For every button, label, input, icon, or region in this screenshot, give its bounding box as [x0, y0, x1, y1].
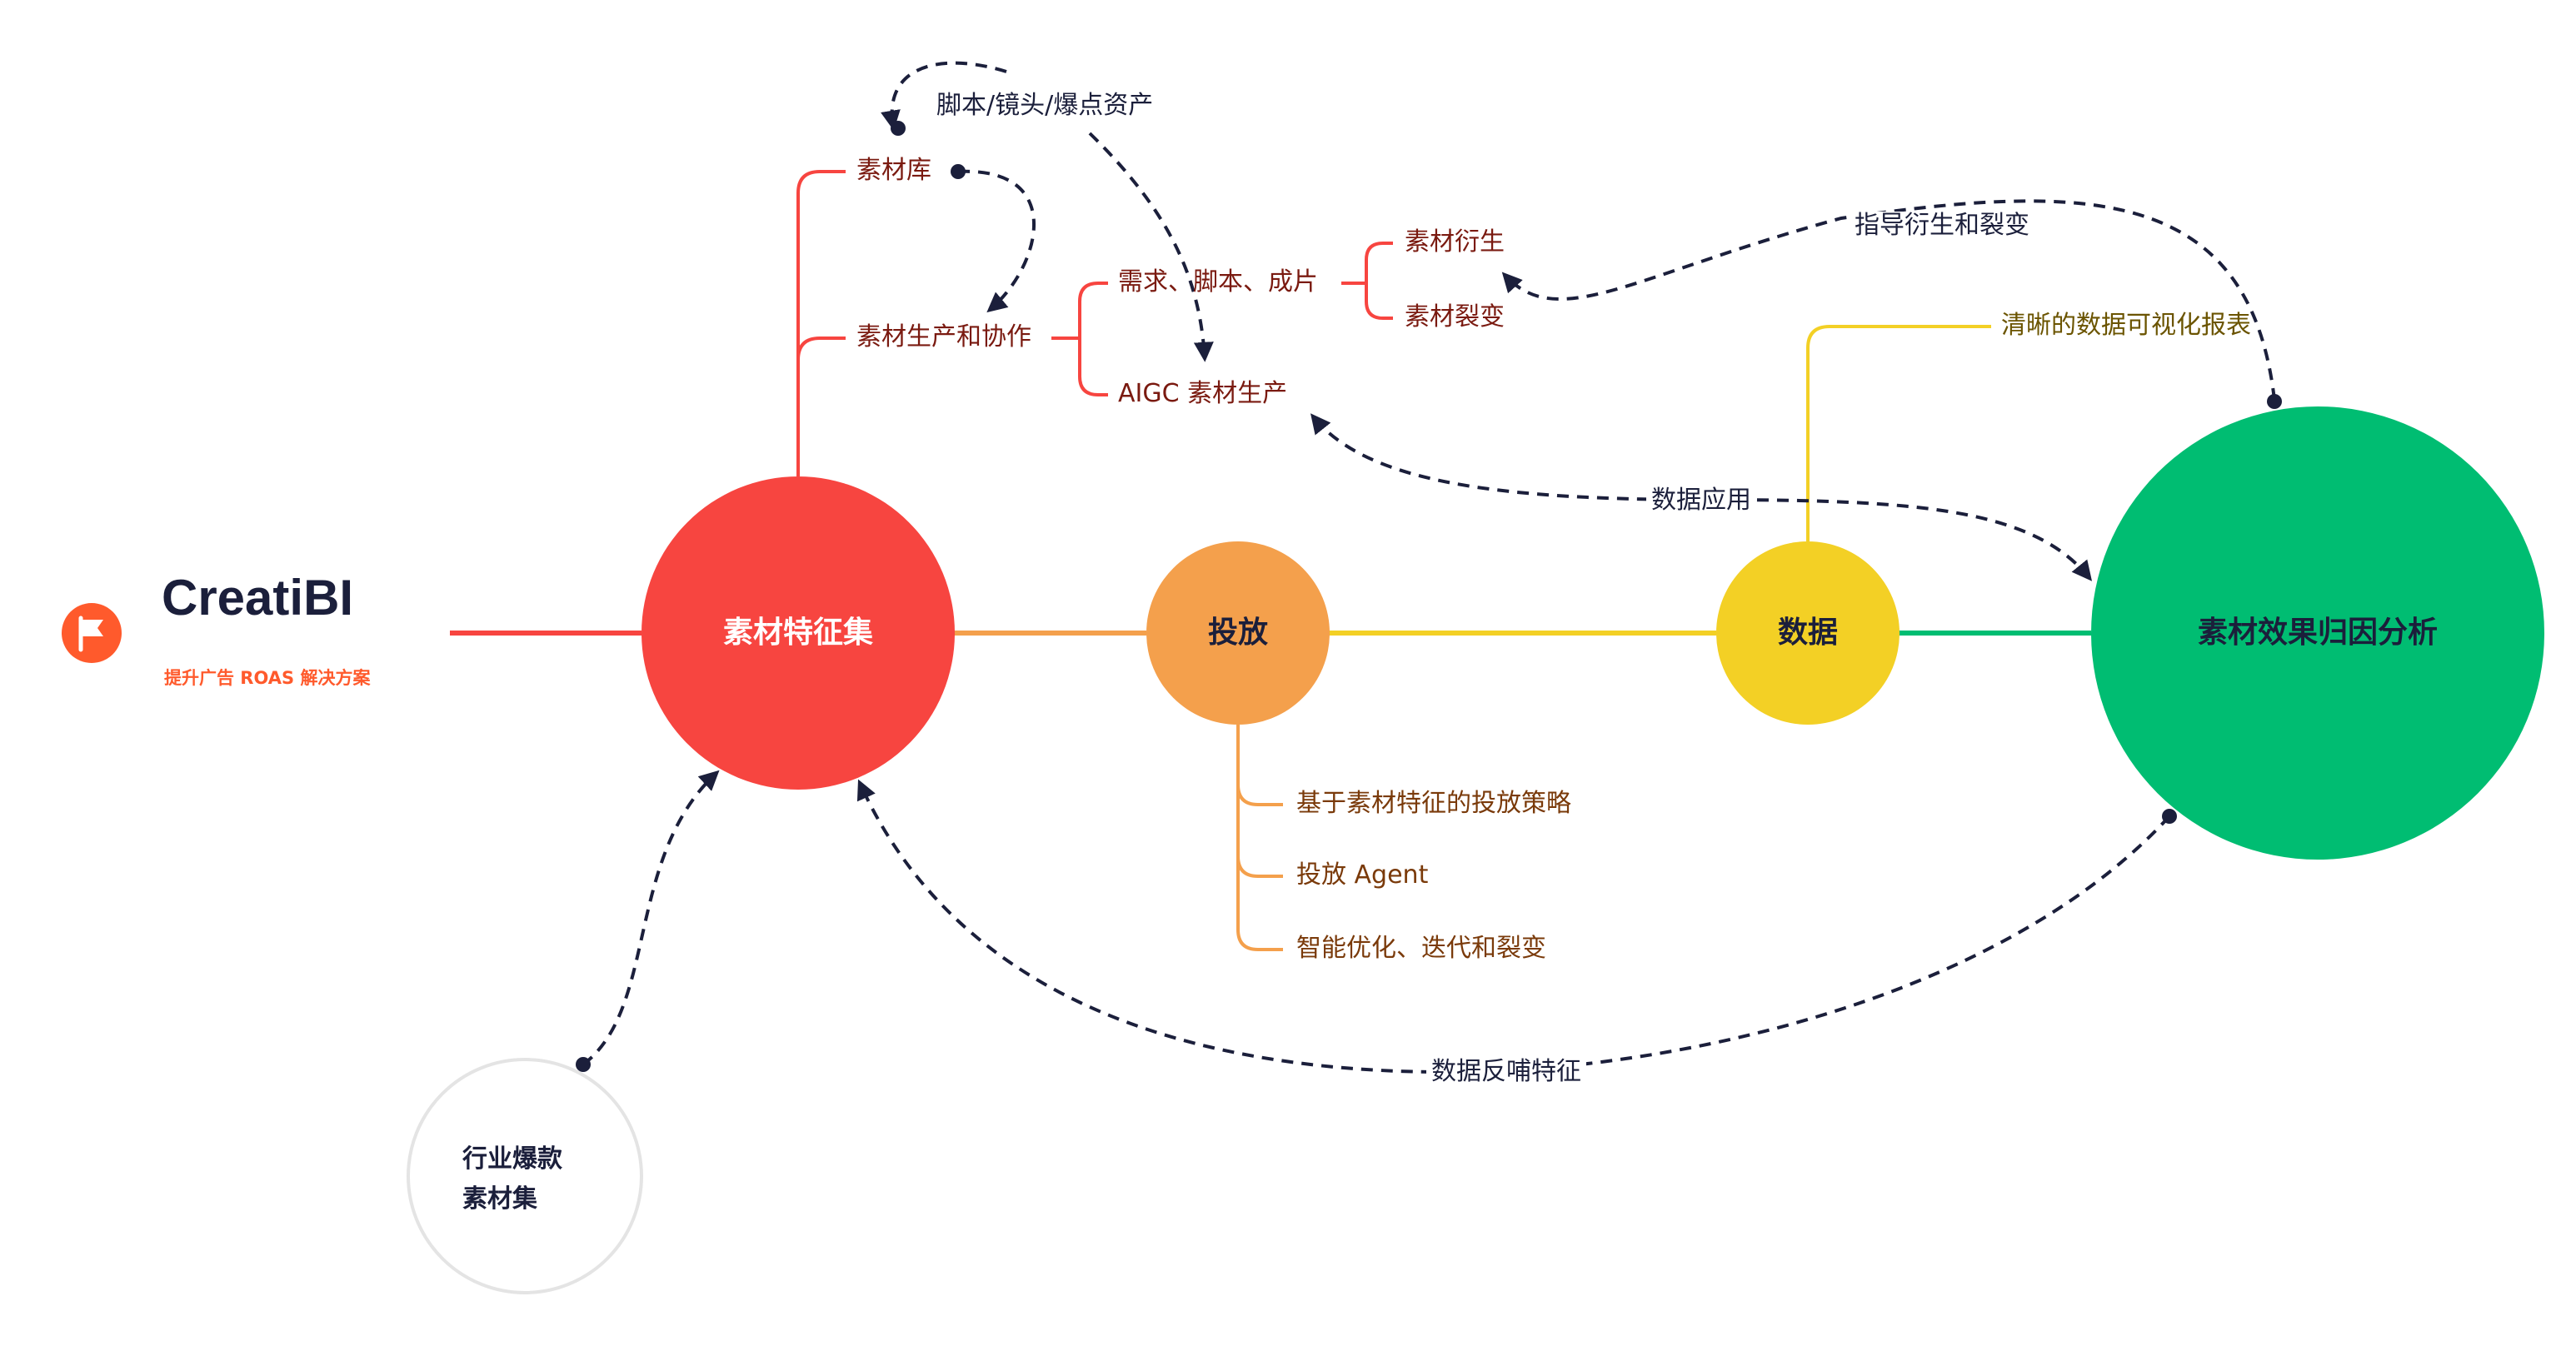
branch-agent: 投放 Agent — [1296, 860, 1429, 890]
arrow-attribution-to-features — [856, 779, 2171, 1074]
node-features-circle — [642, 476, 955, 790]
arrow-label-data-apply: 数据应用 — [1646, 486, 1756, 515]
node-delivery-circle — [1146, 541, 1330, 725]
dot-library — [951, 164, 966, 179]
brand-tagline: 提升广告 ROAS 解决方案 — [164, 668, 371, 688]
arrow-report-to-derivative — [1501, 199, 2276, 401]
arrow-script-assets-to-aigc — [1088, 132, 1214, 362]
arrow-label-feedback: 数据反哺特征 — [1426, 1058, 1586, 1086]
arrow-industry-to-features — [582, 770, 720, 1066]
branch-production: 素材生产和协作 — [856, 322, 1031, 351]
branch-derivative: 素材衍生 — [1405, 227, 1505, 257]
node-attribution-label: 素材效果归因分析 — [2197, 616, 2438, 650]
demand-branch-lines — [1341, 242, 1393, 320]
features-branch-lines — [796, 170, 846, 476]
branch-demand: 需求、脚本、成片 — [1118, 267, 1318, 297]
dot-attribution-bottom — [2162, 809, 2177, 824]
brand-name: CreatiBI — [162, 570, 354, 626]
arrow-script-assets-to-library — [881, 61, 1007, 131]
delivery-branch-lines — [1236, 725, 1283, 951]
branch-optimize: 智能优化、迭代和裂变 — [1296, 934, 1546, 963]
node-industry-line2: 素材集 — [462, 1184, 537, 1214]
branch-strategy: 基于素材特征的投放策略 — [1296, 789, 1571, 818]
node-delivery-label: 投放 — [1207, 616, 1268, 650]
arrow-label-guide: 指导衍生和裂变 — [1850, 212, 2034, 240]
arrow-label-script-assets: 脚本/镜头/爆点资产 — [931, 92, 1159, 120]
arrow-library-to-production — [957, 169, 1036, 313]
branch-fission: 素材裂变 — [1405, 302, 1505, 332]
node-data-label: 数据 — [1777, 616, 1838, 650]
node-data-circle — [1716, 541, 1900, 725]
branch-report: 清晰的数据可视化报表 — [2001, 311, 2251, 340]
node-attribution-circle — [2091, 406, 2544, 860]
node-industry-circle — [407, 1058, 643, 1294]
dot-industry — [576, 1057, 591, 1072]
node-industry-label: 行业爆款 素材集 — [462, 1139, 562, 1219]
dot-report — [2267, 394, 2282, 409]
flag-icon — [62, 603, 122, 663]
node-features-label: 素材特征集 — [722, 616, 873, 650]
data-branch-lines — [1806, 325, 1991, 541]
branch-aigc: AIGC 素材生产 — [1118, 379, 1288, 408]
production-branch-lines — [1051, 282, 1108, 396]
branch-library: 素材库 — [856, 156, 931, 185]
dot-script-assets — [891, 121, 906, 136]
node-industry-line1: 行业爆款 — [462, 1144, 562, 1174]
